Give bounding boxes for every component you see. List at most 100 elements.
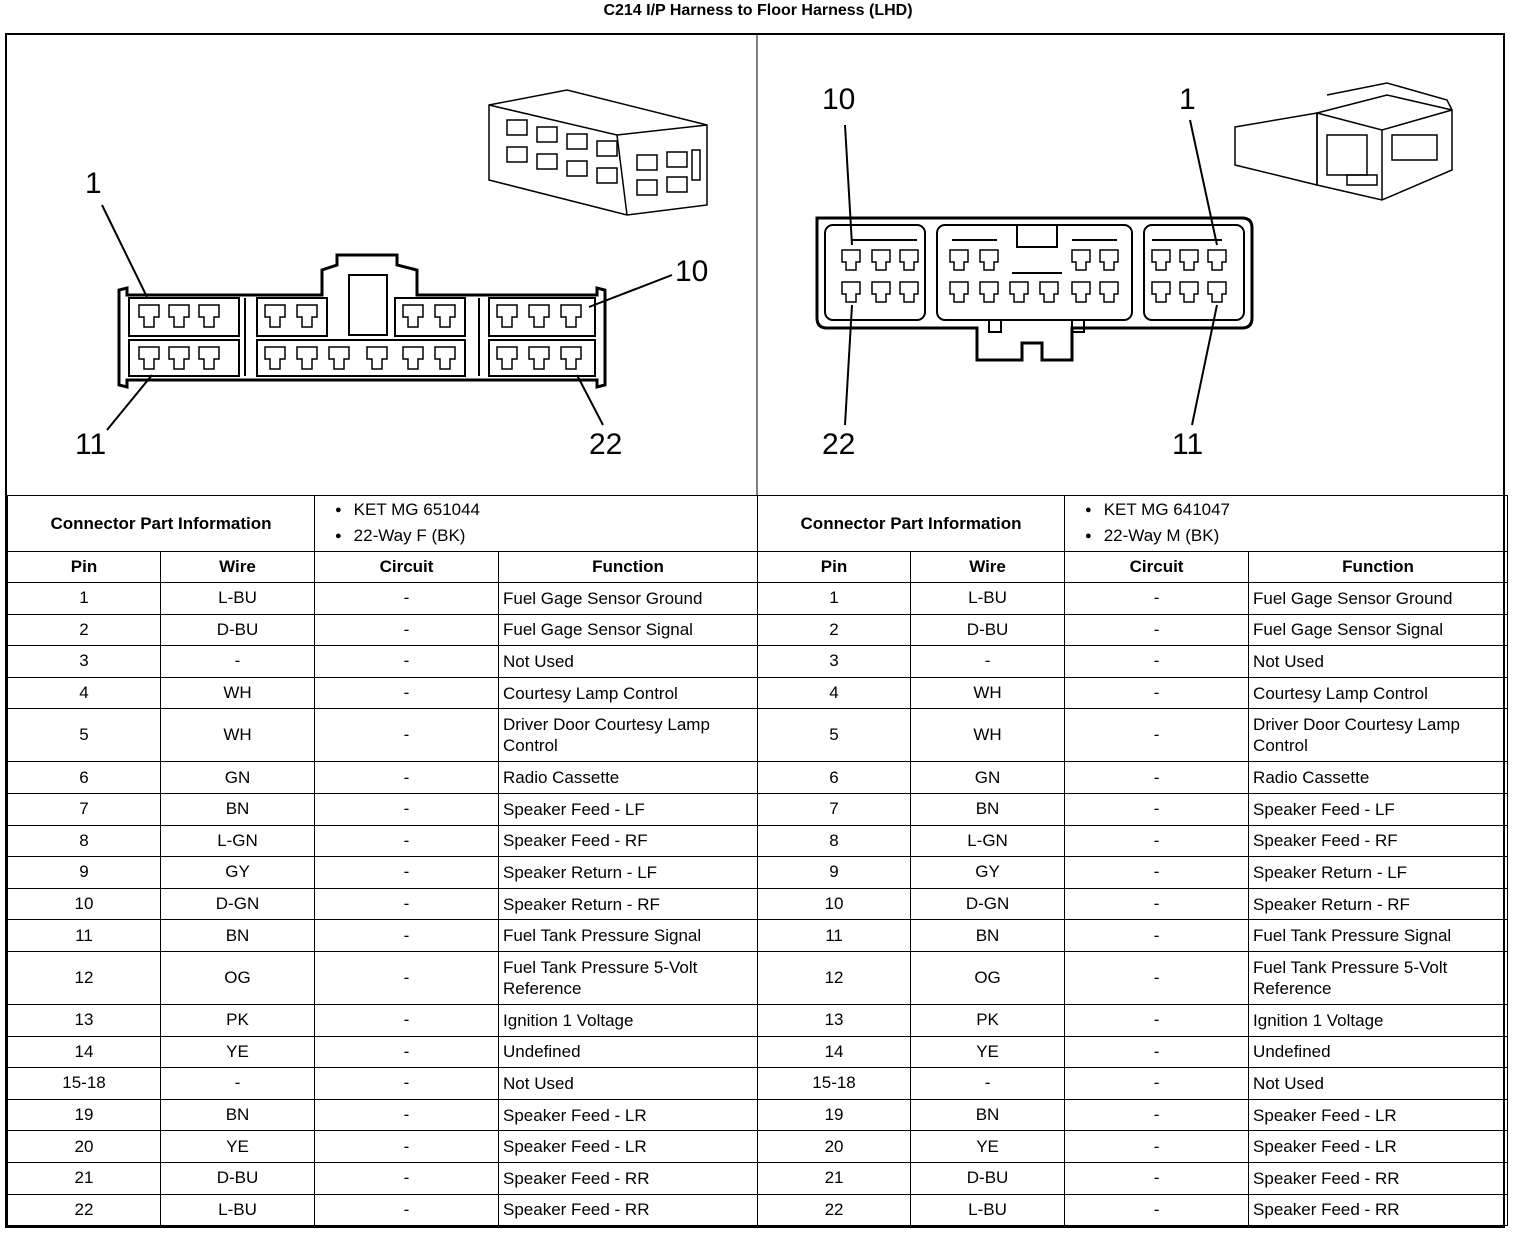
- pin-cell-right: 6: [757, 761, 912, 794]
- function-cell-right: Not Used: [1248, 1067, 1509, 1100]
- circuit-cell-left: -: [314, 1098, 500, 1132]
- pin-cell-left: 6: [7, 761, 161, 794]
- function-cell-left: Courtesy Lamp Control: [498, 676, 759, 710]
- wire-cell-left: WH: [159, 708, 316, 763]
- connector-info-label-right: Connector Part Information: [757, 495, 1066, 552]
- circuit-cell-left: -: [314, 1130, 500, 1163]
- right-connector-3d-illustration: [1234, 82, 1453, 201]
- circuit-cell-left: -: [314, 950, 500, 1005]
- pin-cell-left: 12: [7, 950, 161, 1005]
- circuit-cell-left: -: [314, 856, 500, 889]
- circuit-cell-right: -: [1064, 1193, 1250, 1227]
- function-cell-right: Courtesy Lamp Control: [1248, 676, 1509, 710]
- header-circuit-left: Circuit: [314, 551, 500, 583]
- circuit-cell-left: -: [314, 708, 500, 763]
- function-cell-left: Radio Cassette: [498, 761, 759, 794]
- connector-info-label-left: Connector Part Information: [6, 495, 316, 552]
- function-cell-right: Speaker Return - RF: [1248, 887, 1509, 921]
- header-pin-left: Pin: [7, 551, 161, 583]
- pin-cell-left: 8: [7, 824, 161, 858]
- table-header-row: Pin Wire Circuit Function Pin Wire Circu…: [7, 551, 1509, 583]
- connector-type-left: 22-Way F (BK): [335, 524, 753, 550]
- connector-part-info-right: KET MG 641047 22-Way M (BK): [1064, 495, 1509, 552]
- function-cell-left: Speaker Return - RF: [498, 887, 759, 921]
- function-cell-right: Speaker Feed - LF: [1248, 792, 1509, 826]
- connector-sheet: 1 10 11 22 10 1 22 11 Connector Part Inf…: [5, 33, 1509, 1228]
- wire-cell-right: WH: [910, 676, 1066, 710]
- pin-cell-right: 4: [757, 676, 912, 710]
- pin-cell-left: 11: [7, 919, 161, 952]
- function-cell-left: Fuel Gage Sensor Ground: [498, 582, 759, 615]
- wire-cell-left: -: [159, 645, 316, 678]
- pin-callout-labels: 1 10 11 22 10 1 22 11: [75, 83, 1203, 461]
- function-cell-left: Undefined: [498, 1035, 759, 1069]
- circuit-cell-right: -: [1064, 1035, 1250, 1069]
- page-title: C214 I/P Harness to Floor Harness (LHD): [603, 2, 913, 19]
- pin-cell-right: 3: [757, 645, 912, 678]
- function-cell-right: Speaker Feed - RF: [1248, 824, 1509, 858]
- pin-cell-left: 20: [7, 1130, 161, 1163]
- part-number-left: KET MG 651044: [335, 498, 753, 524]
- function-cell-right: Speaker Feed - RR: [1248, 1193, 1509, 1227]
- circuit-cell-right: -: [1064, 887, 1250, 921]
- left-callout-pin-1: 1: [85, 167, 102, 200]
- circuit-cell-right: -: [1064, 761, 1250, 794]
- wire-cell-right: -: [910, 645, 1066, 678]
- pin-cell-right: 15-18: [757, 1067, 912, 1100]
- pin-cell-right: 13: [757, 1003, 912, 1037]
- pin-cell-right: 14: [757, 1035, 912, 1069]
- function-cell-left: Fuel Tank Pressure 5-Volt Reference: [498, 950, 759, 1005]
- function-cell-right: Speaker Feed - RR: [1248, 1161, 1509, 1195]
- wire-cell-left: L-BU: [159, 582, 316, 615]
- function-cell-left: Fuel Tank Pressure Signal: [498, 919, 759, 952]
- right-callout-pin-1: 1: [1179, 83, 1196, 116]
- circuit-cell-right: -: [1064, 1130, 1250, 1163]
- circuit-cell-left: -: [314, 919, 500, 952]
- wire-cell-right: GN: [910, 761, 1066, 794]
- pin-cell-right: 19: [757, 1098, 912, 1132]
- pin-cell-left: 1: [7, 582, 161, 615]
- pin-cell-left: 5: [7, 708, 161, 763]
- wire-cell-left: PK: [159, 1003, 316, 1037]
- function-cell-right: Fuel Tank Pressure 5-Volt Reference: [1248, 950, 1509, 1005]
- circuit-cell-right: -: [1064, 645, 1250, 678]
- pin-cell-left: 19: [7, 1098, 161, 1132]
- connector-info-row: Connector Part Information KET MG 651044…: [6, 495, 1509, 552]
- function-cell-right: Not Used: [1248, 645, 1509, 678]
- header-circuit-right: Circuit: [1064, 551, 1250, 583]
- connector-diagrams: 1 10 11 22 10 1 22 11: [75, 35, 1453, 495]
- pin-cell-right: 11: [757, 919, 912, 952]
- left-callout-pin-10: 10: [675, 255, 708, 288]
- wire-cell-left: L-GN: [159, 824, 316, 858]
- pin-cell-right: 7: [757, 792, 912, 826]
- circuit-cell-right: -: [1064, 824, 1250, 858]
- pinout-table: Connector Part Information KET MG 651044…: [6, 495, 1509, 1227]
- function-cell-right: Speaker Feed - LR: [1248, 1098, 1509, 1132]
- circuit-cell-left: -: [314, 1067, 500, 1100]
- circuit-cell-right: -: [1064, 676, 1250, 710]
- wire-cell-right: OG: [910, 950, 1066, 1005]
- wire-cell-right: YE: [910, 1035, 1066, 1069]
- pin-cell-right: 21: [757, 1161, 912, 1195]
- function-cell-right: Speaker Feed - LR: [1248, 1130, 1509, 1163]
- function-cell-left: Speaker Return - LF: [498, 856, 759, 889]
- pin-cell-left: 22: [7, 1193, 161, 1227]
- pin-cell-left: 4: [7, 676, 161, 710]
- wire-cell-left: YE: [159, 1130, 316, 1163]
- pin-cell-right: 8: [757, 824, 912, 858]
- left-callout-pin-11: 11: [75, 428, 106, 461]
- circuit-cell-left: -: [314, 1003, 500, 1037]
- part-number-right: KET MG 641047: [1085, 498, 1503, 524]
- wire-cell-left: WH: [159, 676, 316, 710]
- left-pin-cavities: [128, 274, 596, 377]
- wire-cell-left: BN: [159, 919, 316, 952]
- wire-cell-right: BN: [910, 919, 1066, 952]
